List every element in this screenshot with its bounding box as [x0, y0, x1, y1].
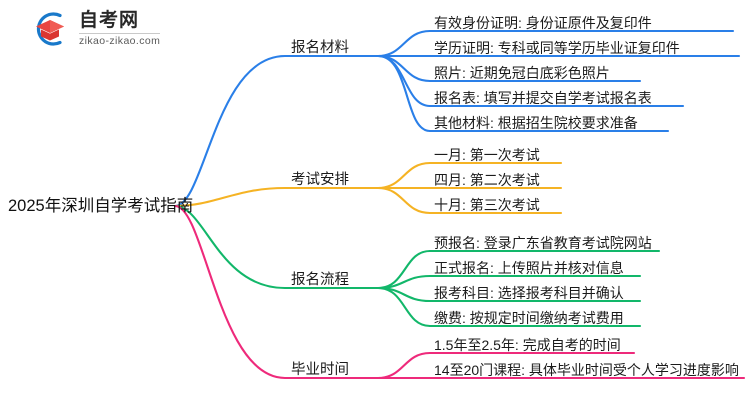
wire-b1-leaf3 [376, 54, 432, 83]
branch-label-registration-process[interactable]: 报名流程 [291, 272, 349, 288]
wire-b2-leaf1 [376, 161, 432, 190]
wire-root-to-branch2 [173, 186, 380, 208]
leaf-label[interactable]: 其他材料: 根据招生院校要求准备 [434, 115, 638, 131]
wire-b3-leaf4 [376, 286, 432, 328]
branch-label-registration-materials[interactable]: 报名材料 [291, 40, 349, 56]
root-node[interactable]: 2025年深圳自学考试指南 [8, 197, 194, 215]
graduation-cap-logo-icon [30, 8, 72, 50]
leaf-label[interactable]: 有效身份证明: 身份证原件及复印件 [434, 15, 652, 31]
watermark-url: zikao-zikao.com [79, 34, 161, 47]
leaf-label[interactable]: 正式报名: 上传照片并核对信息 [434, 260, 624, 276]
watermark-title: 自考网 [79, 11, 161, 34]
leaf-label[interactable]: 1.5年至2.5年: 完成自考的时间 [434, 337, 621, 353]
wire-b1-leaf1 [376, 29, 432, 58]
wire-b3-leaf3 [376, 286, 432, 303]
wire-b2-leaf3 [376, 186, 432, 215]
leaf-label[interactable]: 缴费: 按规定时间缴纳考试费用 [434, 310, 624, 326]
site-watermark: 自考网 zikao-zikao.com [30, 8, 161, 50]
branch-label-exam-schedule[interactable]: 考试安排 [291, 172, 349, 188]
wire-b3-leaf1 [376, 249, 432, 290]
wire-root-to-branch4 [173, 204, 380, 380]
leaf-label[interactable]: 四月: 第二次考试 [434, 172, 540, 188]
leaf-label[interactable]: 十月: 第三次考试 [434, 197, 540, 213]
wire-b4-leaf1 [376, 351, 432, 380]
leaf-label[interactable]: 学历证明: 专科或同等学历毕业证复印件 [434, 40, 680, 56]
wire-b3-leaf2 [376, 274, 432, 290]
leaf-label[interactable]: 报考科目: 选择报考科目并确认 [434, 285, 624, 301]
leaf-label[interactable]: 一月: 第一次考试 [434, 147, 540, 163]
branch-label-graduation-time[interactable]: 毕业时间 [291, 362, 349, 378]
wire-b1-leaf4 [376, 54, 432, 108]
leaf-label[interactable]: 预报名: 登录广东省教育考试院网站 [434, 235, 652, 251]
wire-b1-leaf5 [376, 54, 432, 133]
leaf-label[interactable]: 报名表: 填写并提交自学考试报名表 [434, 90, 652, 106]
leaf-label[interactable]: 14至20门课程: 具体毕业时间受个人学习进度影响 [434, 362, 739, 378]
watermark-text: 自考网 zikao-zikao.com [79, 11, 161, 47]
leaf-label[interactable]: 照片: 近期免冠白底彩色照片 [434, 65, 610, 81]
